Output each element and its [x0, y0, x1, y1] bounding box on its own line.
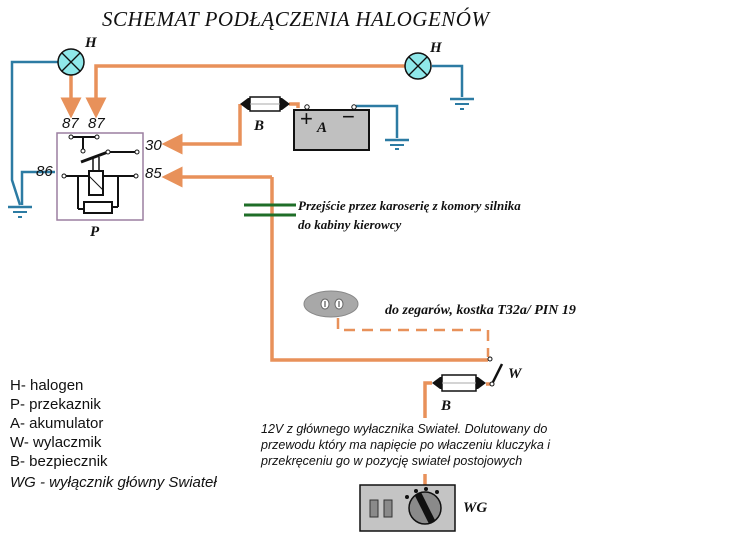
fuse-bottom-label: B — [440, 398, 451, 414]
source-note-line3: przekręceniu go w pozycję swiateł postoj… — [260, 454, 522, 468]
wire-halogen-right-to-87 — [85, 64, 405, 119]
gauge-connector-icon — [303, 290, 359, 318]
gauges-label: do zegarów, kostka T32a/ PIN 19 — [385, 303, 576, 318]
fuse-top-label: B — [253, 118, 264, 134]
ground-symbol-right-halogen — [450, 97, 474, 110]
halogen-right-label: H — [429, 40, 443, 56]
ground-wire-left-halogen — [10, 60, 58, 206]
battery-plus-sign: + — [300, 106, 313, 131]
halogen-left-label: H — [84, 35, 98, 51]
relay-label: P — [90, 224, 100, 240]
relay-pin-87a: 87 — [62, 115, 79, 132]
battery-label: A — [316, 120, 327, 136]
ground-symbol-left — [8, 205, 32, 218]
wire-fuse-to-battery — [289, 102, 300, 108]
legend-item: W- wylaczmik — [10, 434, 102, 451]
firewall-passage-symbol — [244, 203, 296, 217]
legend: H- halogen P- przekaznik A- akumulator W… — [10, 377, 217, 491]
firewall-label-line2: do kabiny kierowcy — [298, 217, 401, 232]
halogen-lamp-left-icon — [57, 48, 85, 76]
diagram-title: SCHEMAT PODŁĄCZENIA HALOGENÓW — [102, 7, 491, 31]
firewall-label-line1: Przejście przez karoserię z komory silni… — [298, 198, 521, 213]
switch-w-icon[interactable] — [487, 356, 504, 387]
legend-item: B- bezpiecznik — [10, 453, 108, 470]
ground-wire-right-halogen — [432, 64, 464, 97]
fuse-top-icon — [240, 96, 290, 112]
wire-fuse-to-source — [423, 381, 432, 418]
main-light-switch-label: WG — [463, 500, 487, 516]
relay-pin-85: 85 — [145, 165, 162, 182]
ground-wire-relay-86 — [20, 170, 55, 205]
legend-item: WG - wyłącznik główny Swiateł — [10, 474, 217, 491]
relay-pin-87b: 87 — [88, 115, 105, 132]
legend-item: H- halogen — [10, 377, 83, 394]
source-note-line2: przewodu który ma napięcie po właczeniu … — [260, 438, 551, 452]
relay-pin-86: 86 — [36, 163, 53, 180]
source-note-line1: 12V z głównego wyłacznika Swiateł. Dolut… — [261, 422, 547, 436]
relay-icon — [56, 132, 144, 221]
wire-gauges-dashed — [336, 318, 490, 357]
battery-minus-sign: − — [342, 104, 355, 129]
wire-battery-to-30 — [161, 104, 242, 155]
legend-item: P- przekaznik — [10, 396, 101, 413]
fuse-bottom-icon — [432, 374, 486, 392]
wire-85-to-switch — [270, 177, 488, 362]
switch-w-label: W — [508, 366, 523, 382]
ground-wire-battery — [356, 104, 399, 138]
legend-item: A- akumulator — [10, 415, 103, 432]
relay-pin-30: 30 — [145, 137, 162, 154]
ground-symbol-battery — [385, 138, 409, 150]
main-light-switch-icon[interactable] — [359, 484, 456, 532]
halogen-lamp-right-icon — [404, 52, 432, 80]
battery-icon — [293, 104, 370, 151]
